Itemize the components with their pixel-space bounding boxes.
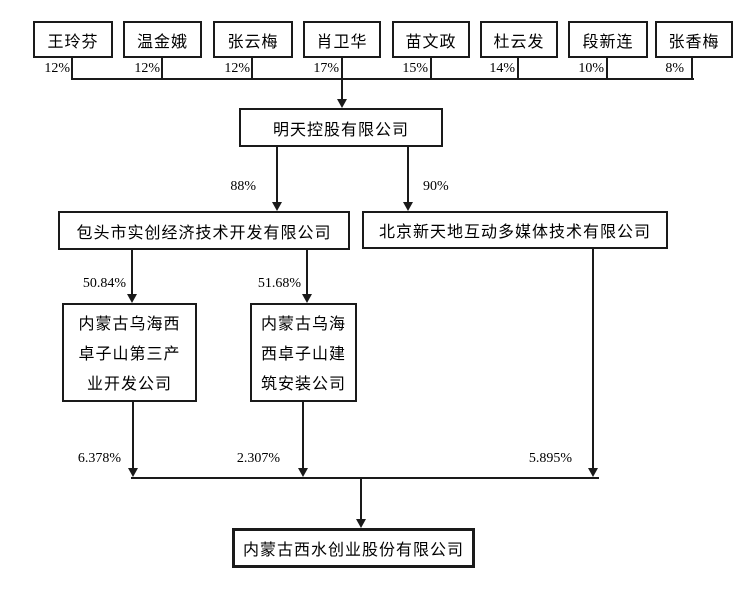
connector-line bbox=[302, 402, 304, 468]
connector-line bbox=[430, 58, 432, 78]
arrow-down-icon bbox=[337, 99, 347, 108]
holding-company-name: 明天控股有限公司 bbox=[272, 119, 409, 139]
shareholder-box-4: 肖卫华 bbox=[303, 21, 381, 58]
shareholder-box-7: 段新连 bbox=[568, 21, 648, 58]
connector-line bbox=[306, 250, 308, 294]
subsidiary-name: 包头市实创经济技术开发有限公司 bbox=[76, 222, 332, 242]
shareholder-box-1: 王玲芬 bbox=[33, 21, 113, 58]
shareholder-pct-label: 8% bbox=[665, 61, 684, 76]
shareholder-pct-label: 12% bbox=[44, 61, 70, 76]
shareholder-pct-label: 12% bbox=[224, 61, 250, 76]
shareholder-pct-label: 10% bbox=[578, 61, 604, 76]
shareholder-pct-label: 15% bbox=[402, 61, 428, 76]
shareholder-box-2: 温金娥 bbox=[123, 21, 202, 58]
connector-line bbox=[341, 58, 343, 78]
shareholder-name: 苗文政 bbox=[405, 31, 457, 51]
sub-subsidiary-box-disanchanye: 内蒙古乌海西 卓子山第三产 业开发公司 bbox=[62, 303, 197, 402]
listed-company-box: 内蒙古西水创业股份有限公司 bbox=[232, 528, 475, 568]
shareholder-name: 温金娥 bbox=[136, 31, 188, 51]
arrow-down-icon bbox=[588, 468, 598, 477]
company-name-line: 西卓子山建 bbox=[260, 343, 346, 363]
company-name-line: 内蒙古乌海 bbox=[260, 313, 346, 333]
company-name-line: 内蒙古乌海西 bbox=[78, 313, 181, 333]
connector-line bbox=[691, 58, 693, 78]
arrow-down-icon bbox=[302, 294, 312, 303]
shareholder-name: 肖卫华 bbox=[316, 31, 368, 51]
connector-line bbox=[341, 80, 343, 99]
ownership-pct-label: 50.84% bbox=[82, 276, 126, 291]
subsidiary-box-baotou: 包头市实创经济技术开发有限公司 bbox=[58, 211, 350, 250]
connector-line bbox=[517, 58, 519, 78]
shareholder-name: 王玲芬 bbox=[47, 31, 99, 51]
ownership-pct-label: 51.68% bbox=[257, 276, 301, 291]
stake-pct-label: 2.307% bbox=[236, 451, 280, 466]
connector-line bbox=[360, 479, 362, 519]
connector-line bbox=[276, 147, 278, 202]
company-name-line: 卓子山第三产 bbox=[78, 343, 181, 363]
collector-line bbox=[131, 477, 599, 479]
sub-subsidiary-box-jianzhuanzhuang: 内蒙古乌海 西卓子山建 筑安装公司 bbox=[250, 303, 357, 402]
connector-line bbox=[592, 249, 594, 468]
connector-line bbox=[606, 58, 608, 78]
shareholder-pct-label: 17% bbox=[313, 61, 339, 76]
shareholder-pct-label: 12% bbox=[134, 61, 160, 76]
shareholder-box-8: 张香梅 bbox=[655, 21, 733, 58]
arrow-down-icon bbox=[356, 519, 366, 528]
ownership-pct-label: 88% bbox=[230, 179, 256, 194]
shareholder-box-3: 张云梅 bbox=[213, 21, 293, 58]
shareholder-pct-label: 14% bbox=[489, 61, 515, 76]
arrow-down-icon bbox=[403, 202, 413, 211]
shareholder-box-5: 苗文政 bbox=[392, 21, 470, 58]
listed-company-name: 内蒙古西水创业股份有限公司 bbox=[242, 540, 464, 559]
shareholder-name: 段新连 bbox=[582, 31, 634, 51]
stake-pct-label: 5.895% bbox=[528, 451, 572, 466]
shareholder-box-6: 杜云发 bbox=[480, 21, 558, 58]
bus-line bbox=[71, 78, 694, 80]
connector-line bbox=[132, 402, 134, 468]
subsidiary-name: 北京新天地互动多媒体技术有限公司 bbox=[378, 222, 651, 241]
connector-line bbox=[251, 58, 253, 78]
connector-line bbox=[161, 58, 163, 78]
company-name-line: 业开发公司 bbox=[86, 373, 172, 393]
company-name-line: 筑安装公司 bbox=[260, 373, 346, 393]
shareholder-name: 张香梅 bbox=[668, 31, 720, 51]
stake-pct-label: 6.378% bbox=[77, 451, 121, 466]
holding-company-box: 明天控股有限公司 bbox=[239, 108, 443, 147]
shareholder-name: 杜云发 bbox=[493, 31, 545, 51]
connector-line bbox=[71, 58, 73, 78]
arrow-down-icon bbox=[127, 294, 137, 303]
arrow-down-icon bbox=[128, 468, 138, 477]
connector-line bbox=[407, 147, 409, 202]
ownership-pct-label: 90% bbox=[423, 179, 449, 194]
connector-line bbox=[131, 250, 133, 294]
shareholder-name: 张云梅 bbox=[227, 31, 279, 51]
subsidiary-box-beijing: 北京新天地互动多媒体技术有限公司 bbox=[362, 211, 668, 249]
arrow-down-icon bbox=[272, 202, 282, 211]
arrow-down-icon bbox=[298, 468, 308, 477]
